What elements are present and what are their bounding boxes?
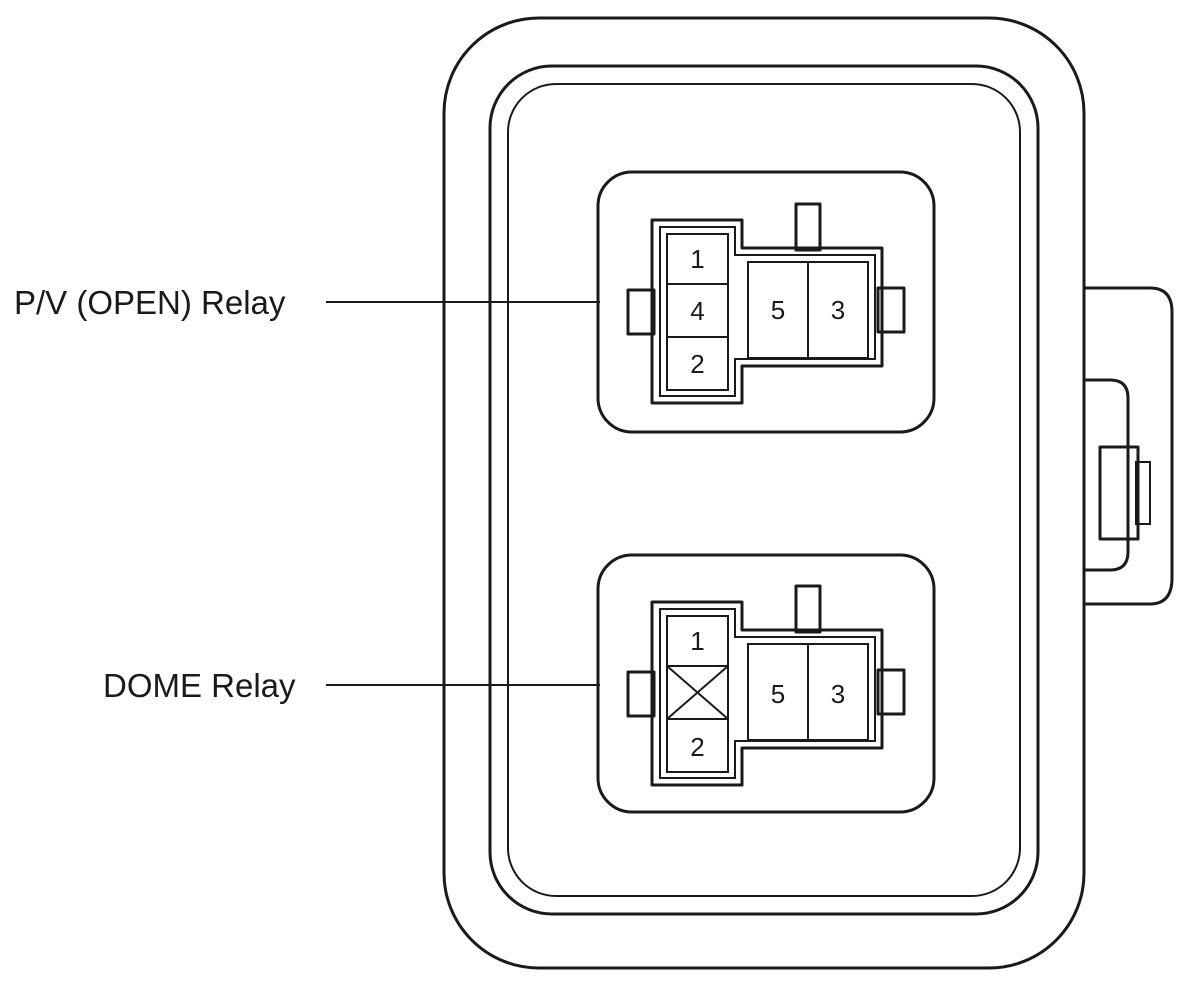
pv-pin-3: 3 [831,295,845,325]
housing-side-tab [1084,286,1174,606]
dome-pin-3: 3 [831,679,845,709]
housing-inner-rim [488,64,1040,916]
dome-relay-label: DOME Relay [103,667,296,704]
dome-pin-5: 5 [771,679,785,709]
dome-pin-1: 1 [690,626,704,656]
pv-pin-5: 5 [771,295,785,325]
pv-pin-4: 4 [690,296,704,326]
relay-socket-dome [596,553,936,814]
housing-outer [442,16,1086,970]
pv-pin-1: 1 [690,244,704,274]
pv-pin-2: 2 [690,349,704,379]
housing-inner-recess [507,83,1021,897]
relay-socket-pv-open [596,170,936,434]
dome-pin-2: 2 [690,732,704,762]
pv-open-relay-label: P/V (OPEN) Relay [14,284,286,321]
